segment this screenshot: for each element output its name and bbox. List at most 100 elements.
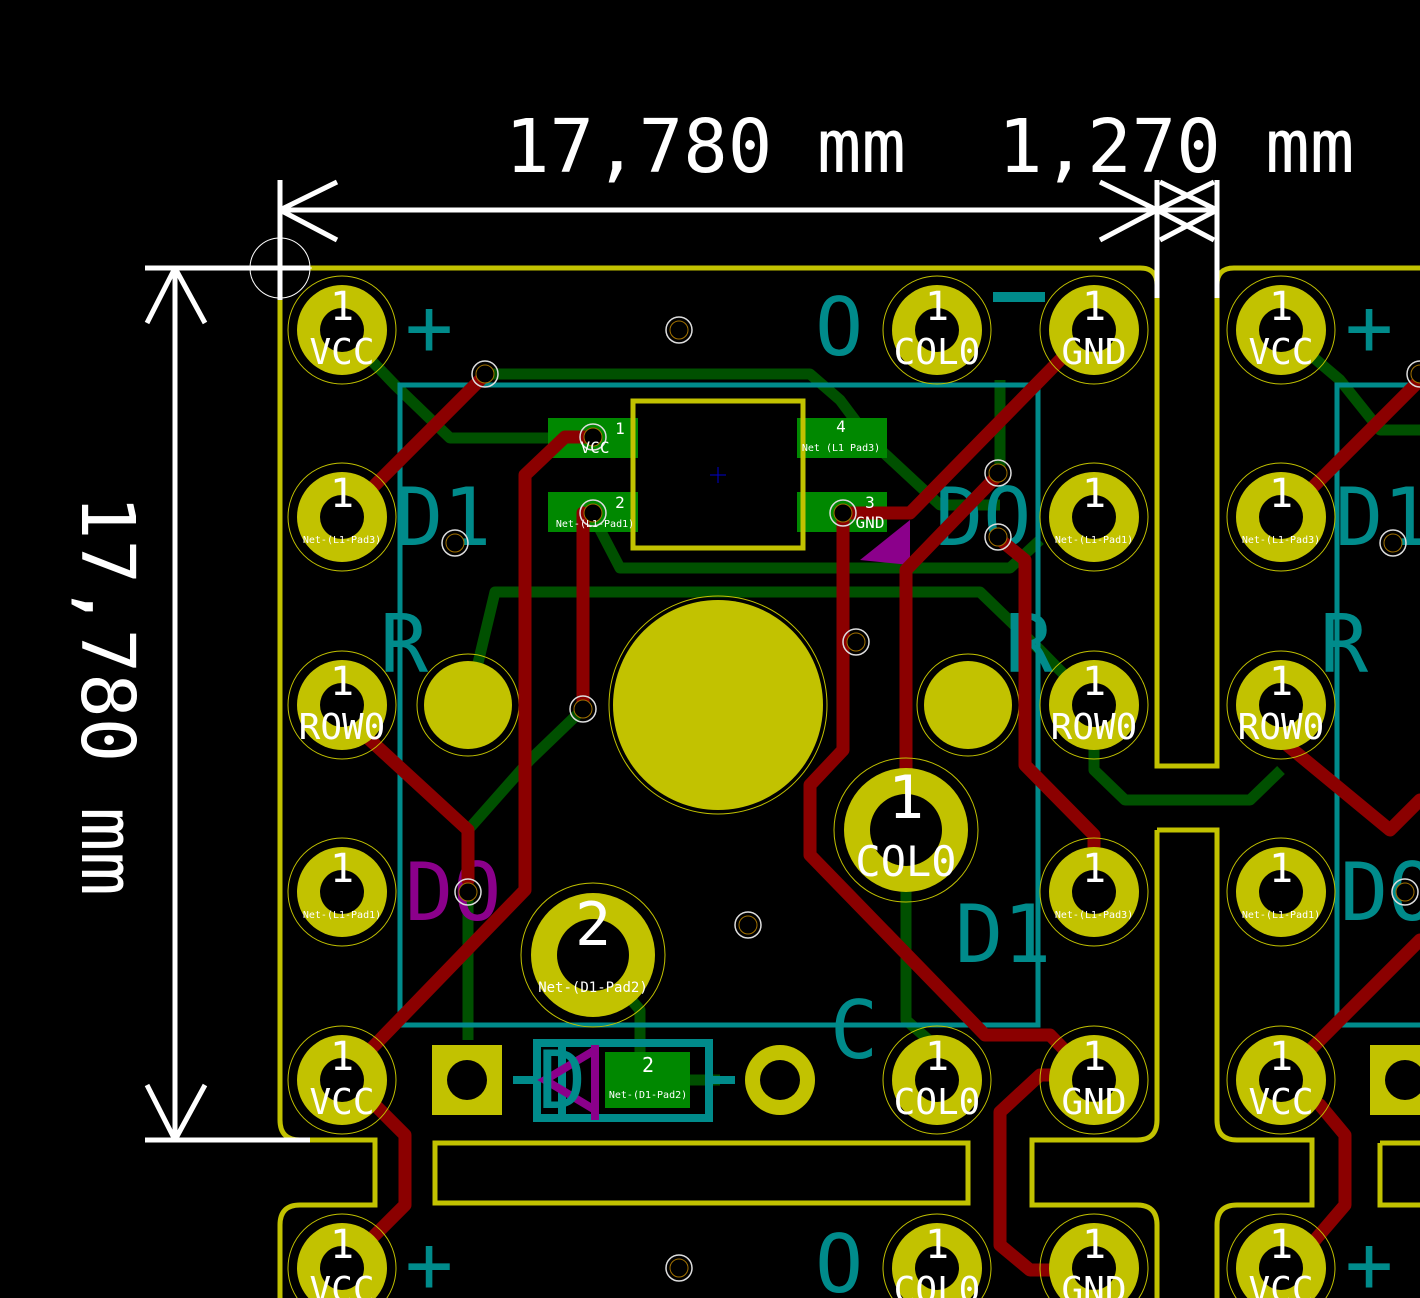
silk-D1: D1 <box>1335 471 1420 564</box>
pad-number: 1 <box>330 1034 354 1080</box>
via <box>829 499 857 527</box>
silk-C: C <box>830 984 878 1077</box>
fab-triangle <box>860 520 910 565</box>
pad-net: GND <box>1061 332 1126 373</box>
pad-number: 1 <box>330 471 354 517</box>
dimension-gap-label: 1,270 mm <box>998 104 1354 190</box>
via <box>734 911 762 939</box>
pad-net: Net-(L1-Pad1) <box>1242 910 1320 921</box>
pad-net: Net-(L1-Pad1) <box>303 910 381 921</box>
pad-number: 1 <box>1269 284 1293 330</box>
pad-net: Net-(D1-Pad2) <box>538 980 648 996</box>
pad-net: Net-(L1-Pad3) <box>1055 910 1133 921</box>
via <box>441 529 469 557</box>
switch-center-hole <box>613 600 823 810</box>
pad-net: VCC <box>1248 332 1313 373</box>
pad-number: 1 <box>1082 846 1106 892</box>
via <box>569 695 597 723</box>
led-outline <box>630 398 806 551</box>
led-pad-net: Net-(L1-Pad1) <box>556 519 634 530</box>
pad-net: VCC <box>309 332 374 373</box>
silk-O: O <box>815 1218 863 1298</box>
pad-number: 1 <box>925 284 949 330</box>
pad-net: COL0 <box>894 1082 981 1123</box>
switch-pads[interactable]: 1 COL0 2 Net-(D1-Pad2) 2 Net-(D1-Pad2) <box>432 757 1420 1115</box>
led-pad-number: 3 <box>865 493 875 512</box>
pad-net: GND <box>1061 1082 1126 1123</box>
pad-net: ROW0 <box>299 707 386 748</box>
pad-number: 1 <box>1269 471 1293 517</box>
pad-net: Net-(D1-Pad2) <box>609 1090 687 1101</box>
vias <box>441 316 1420 1282</box>
via <box>1406 360 1420 388</box>
through-hole-pads[interactable]: 1VCC1GND1VCC1Net-(L1-Pad3)1Net-(L1-Pad1)… <box>287 275 1336 1298</box>
dimension-height-label: 17,780 mm <box>64 495 150 896</box>
led-pad-number: 2 <box>615 493 625 512</box>
pad-net: VCC <box>1248 1270 1313 1298</box>
switch-peg-hole <box>924 661 1012 749</box>
pad-net: ROW0 <box>1238 707 1325 748</box>
via <box>665 316 693 344</box>
led-pad-number: 4 <box>836 417 846 436</box>
silk-O: O <box>815 281 863 374</box>
pad-number: 1 <box>1269 1034 1293 1080</box>
via <box>1379 529 1407 557</box>
led-pad-net: Net (L1 Pad3) <box>802 443 880 454</box>
pad-number: 1 <box>330 846 354 892</box>
pad-number: 1 <box>1082 1222 1106 1268</box>
pad-number: 1 <box>330 1222 354 1268</box>
pad-number: 1 <box>1082 659 1106 705</box>
pad-net: COL0 <box>894 332 981 373</box>
pad-net: VCC <box>1248 1082 1313 1123</box>
center-cross-icon <box>710 467 726 483</box>
switch-footprint[interactable] <box>416 595 1020 815</box>
front-copper-traces <box>363 353 1420 1277</box>
pad-number: 2 <box>642 1053 654 1077</box>
switch-peg-hole <box>424 661 512 749</box>
pad-net: COL0 <box>855 837 956 886</box>
smd-pad-4[interactable] <box>797 418 887 458</box>
diode-smd-pad[interactable] <box>605 1052 690 1108</box>
via <box>842 628 870 656</box>
pad-net: COL0 <box>894 1270 981 1298</box>
led-pad-net: VCC <box>581 438 610 457</box>
led-pad-number: 1 <box>615 419 625 438</box>
board-edge-cuts <box>277 265 1420 1298</box>
via <box>665 1254 693 1282</box>
pad-number: 1 <box>1082 1034 1106 1080</box>
pad-number: 1 <box>888 763 924 833</box>
silk-R: R <box>380 598 429 691</box>
via <box>471 360 499 388</box>
silk-plus: + <box>1345 1218 1393 1298</box>
dimension-width-label: 17,780 mm <box>505 104 906 190</box>
via <box>579 499 607 527</box>
overlay-labels: D 1 VCC 2 Net-(L1-Pad1) 4 Net (L1 Pad3) … <box>538 417 884 1127</box>
pad-net: Net-(L1-Pad1) <box>1055 535 1133 546</box>
via <box>579 423 607 451</box>
pad-number: 1 <box>330 659 354 705</box>
pad-number: 1 <box>1269 1222 1293 1268</box>
via <box>454 878 482 906</box>
